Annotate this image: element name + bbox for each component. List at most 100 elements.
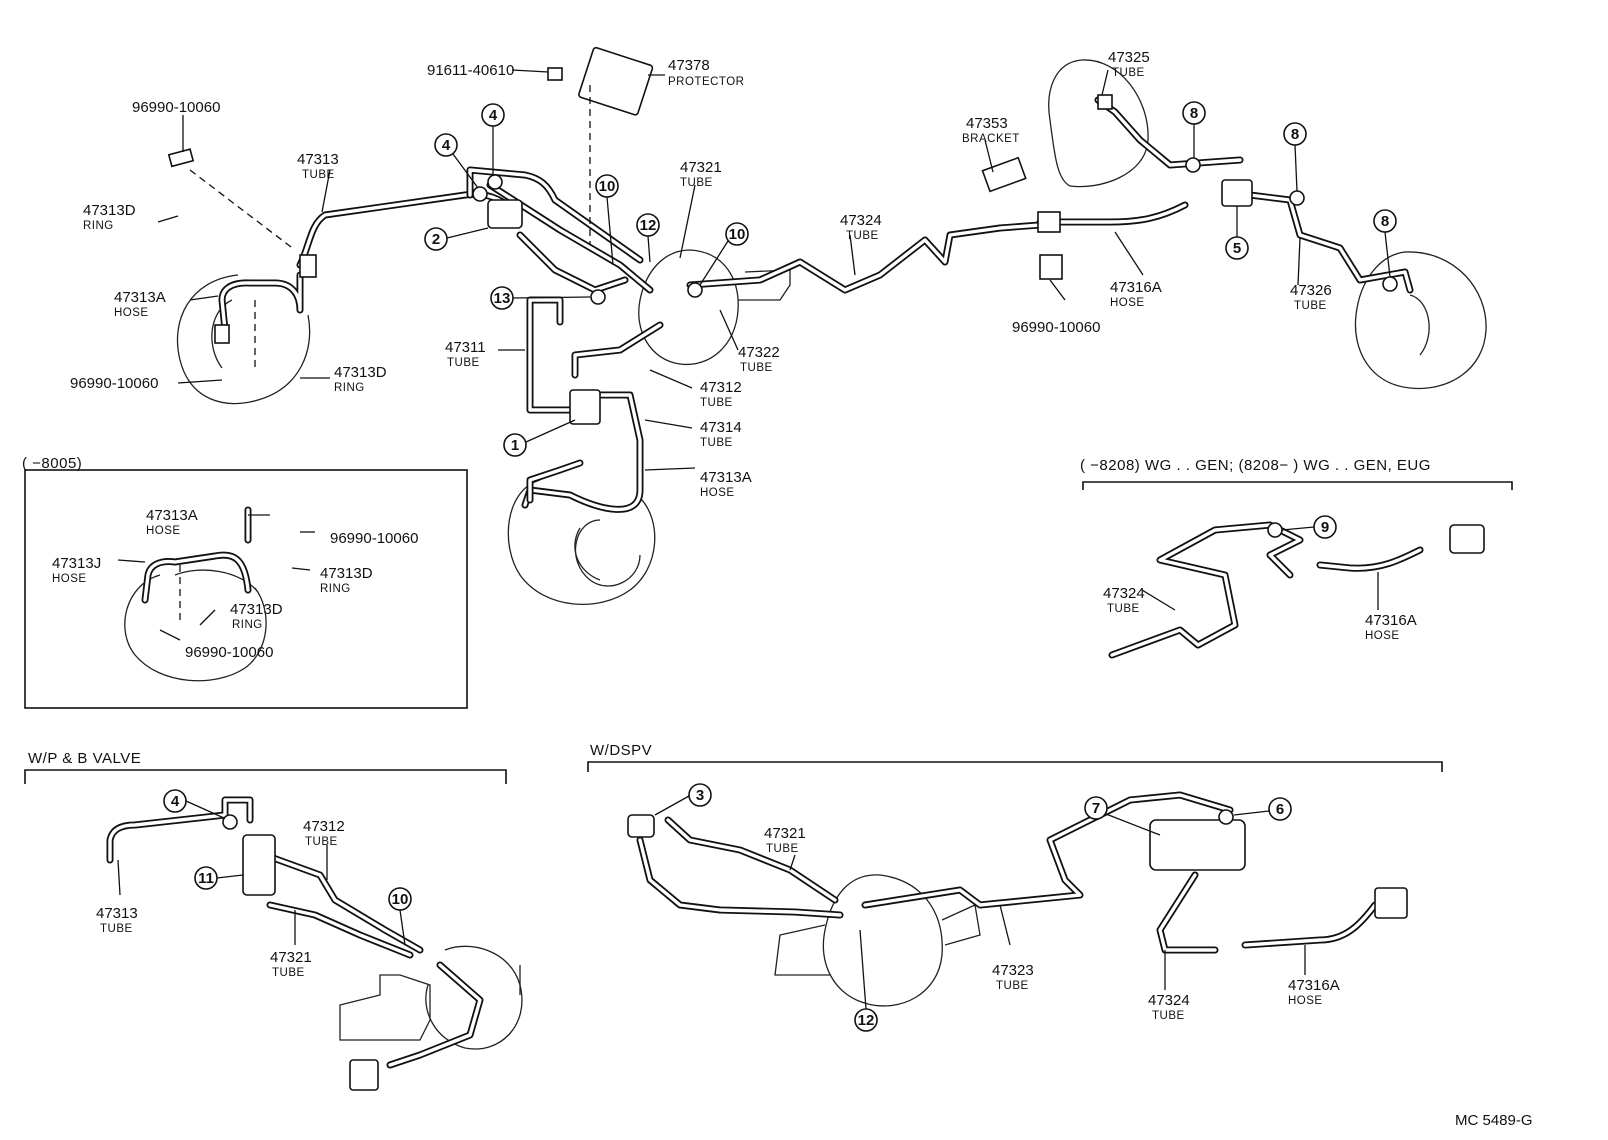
callout-8c-text: 8 [1381,213,1389,230]
dspv-booster [774,874,981,1007]
label-47313-b: 47313 [96,905,138,922]
label-47313A-c: 47313A [146,507,198,524]
rear-right-drum [1354,251,1487,390]
label-47313J: 47313J [52,555,101,572]
dspv-bracket [587,761,1443,772]
callout-9: 9 [1313,515,1337,539]
callout-4a-text: 4 [489,107,498,124]
label-47312-b-tube: TUBE [305,836,338,848]
clip-96990-a [167,148,195,168]
label-ring-d: RING [232,619,263,631]
callout-5-text: 5 [1233,240,1241,257]
inset-b: ( −8208) WG . . GEN; (8208− ) WG . . GEN… [1080,457,1431,642]
callouts: 4 4 2 13 10 12 10 1 8 8 8 5 9 4 11 10 3 … [163,101,1397,1032]
wheel-drums [124,59,1487,1050]
callout-11: 11 [194,866,218,890]
hose-fitting-fl2 [214,324,230,344]
callout-12a-text: 12 [640,217,657,234]
label-47311-tube: TUBE [447,357,480,369]
label-hose-j: HOSE [52,573,87,585]
label-47326-tube: TUBE [1294,300,1327,312]
callout-2: 2 [424,227,448,251]
label-47316A-b: 47316A [1365,612,1417,629]
callout-8c: 8 [1373,209,1397,233]
wp-bracket [24,769,507,784]
fittings [167,46,1485,1091]
callout-13: 13 [490,286,514,310]
bolt-91611 [547,67,563,81]
label-47321-c-tube: TUBE [766,843,799,855]
inset-a: ( −8005) 47313A HOSE 96990-10060 47313J … [22,455,418,661]
label-47312-a: 47312 [700,379,742,396]
label-47322-tube: TUBE [740,362,773,374]
callout-8b-text: 8 [1291,126,1299,143]
callout-3-text: 3 [696,787,704,804]
callout-12b-text: 12 [858,1012,875,1029]
label-47353: 47353 [966,115,1008,132]
label-47323-tube: TUBE [996,980,1029,992]
label-47313-a: 47313 [297,151,339,168]
inset-a-drum [124,569,267,682]
label-47321-c: 47321 [764,825,806,842]
label-47326: 47326 [1290,282,1332,299]
label-47321-b: 47321 [270,949,312,966]
label-47313A-a: 47313A [114,289,166,306]
callout-6: 6 [1268,797,1292,821]
callout-4b: 4 [434,133,458,157]
inset-a-frame [24,469,468,709]
label-47313A-b: 47313A [700,469,752,486]
label-47311: 47311 [445,339,486,356]
diagram-code: MC 5489-G [1455,1112,1533,1129]
label-47323: 47323 [992,962,1034,979]
label-47322: 47322 [738,344,780,361]
inset-b-bracket [1082,481,1513,490]
label-47378: 47378 [668,57,710,74]
rear-left-drum [507,479,656,605]
label-47321-b-tube: TUBE [272,967,305,979]
callout-8a: 8 [1182,101,1206,125]
bracket-47353 [981,156,1027,193]
clip-96990-c [1039,254,1063,280]
label-96990-e: 96990-10060 [185,644,273,661]
label-ring-a: RING [83,220,114,232]
label-47316A-b-hose: HOSE [1365,630,1400,642]
callout-8a-text: 8 [1190,105,1198,122]
label-hose-a: HOSE [114,307,149,319]
label-91611: 91611-40610 [427,62,514,79]
label-47314: 47314 [700,419,742,436]
label-47316A-c: 47316A [1288,977,1340,994]
inset-b-header: ( −8208) WG . . GEN; (8208− ) WG . . GEN… [1080,457,1431,474]
front-right-drum [1048,59,1149,188]
label-47321-a-tube: TUBE [680,177,713,189]
label-96990-b: 96990-10060 [70,375,158,392]
label-ring-c: RING [320,583,351,595]
wp-inset: W/P & B VALVE 47313 TUBE 47312 TUBE 4732… [28,750,345,979]
callout-6-text: 6 [1276,801,1284,818]
label-47313-a-tube: TUBE [302,169,335,181]
label-47312-b: 47312 [303,818,345,835]
callout-2-text: 2 [432,231,440,248]
callout-10b-text: 10 [729,226,746,243]
callout-4a: 4 [481,103,505,127]
callout-7: 7 [1084,796,1108,820]
callout-1: 1 [503,433,527,457]
hose-end-rear [1037,211,1061,233]
callout-10a: 10 [595,174,619,198]
label-bracket: BRACKET [962,133,1020,145]
wheel-cylinder-fr [1097,94,1113,110]
label-47314-tube: TUBE [700,437,733,449]
label-47324-a-tube: TUBE [846,230,879,242]
label-96990-c: 96990-10060 [1012,319,1100,336]
callout-4c-text: 4 [171,793,180,810]
callout-7-text: 7 [1092,800,1100,817]
wp-header: W/P & B VALVE [28,750,141,767]
callout-13-text: 13 [494,290,511,307]
dspv-tee [1374,887,1408,919]
wp-valve [242,834,276,896]
label-47321-a: 47321 [680,159,722,176]
label-47316A-c-hose: HOSE [1288,995,1323,1007]
label-96990-d: 96990-10060 [330,530,418,547]
label-hose-c: HOSE [146,525,181,537]
dspv-fitting-l [627,814,655,838]
